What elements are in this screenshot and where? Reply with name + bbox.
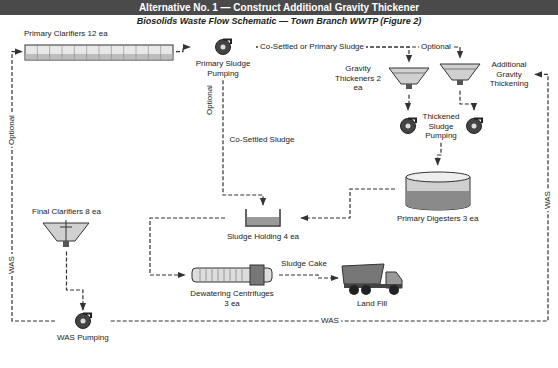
flow-connector [176, 47, 190, 52]
pump-symbol [399, 117, 417, 135]
thickener: Gravity Thickeners 2 ea [330, 62, 433, 95]
pump-symbol [465, 117, 483, 135]
node-label: Additional Gravity Thickening [485, 60, 533, 89]
flow-connector [301, 189, 395, 218]
holding-tank: Sludge Holding 4 ea [225, 205, 301, 244]
node-label: Land Fill [357, 299, 387, 309]
thick-symbol [387, 65, 431, 91]
thick-icon [387, 65, 431, 91]
cent-icon [190, 264, 274, 286]
flow-connector [460, 91, 474, 110]
pump-icon [399, 117, 417, 135]
flow-label: WAS [7, 254, 17, 276]
clarifier-tank: Primary Clarifiers 12 ea [22, 27, 176, 64]
thickener: Additional Gravity Thickening [436, 58, 535, 91]
subtitle: Biosolids Waste Flow Schematic — Town Br… [135, 16, 424, 26]
pump-symbol [74, 312, 92, 330]
node-label: WAS Pumping [57, 333, 109, 343]
cent-symbol [190, 264, 274, 286]
node-label: Gravity Thickeners 2 ea [332, 64, 384, 93]
thick-icon [438, 61, 482, 87]
flow-connector [111, 74, 548, 321]
flow-connector [408, 95, 409, 110]
pump-station: Primary Sludge Pumping [190, 36, 256, 80]
flow-note: Optional [7, 113, 17, 147]
dig-icon [402, 167, 474, 211]
truck-icon [340, 260, 404, 296]
clar-symbol [41, 220, 91, 250]
digester-tank: Primary Digesters 3 ea [395, 165, 480, 226]
flow-label: Co-Settled or Primary Sludge [258, 42, 366, 52]
node-label: Thickened Sludge Pumping [420, 112, 462, 141]
clarifier-tank: Final Clarifiers 8 ea [30, 205, 103, 252]
centrifuge: Dewatering Centrifuges 3 ea [185, 262, 279, 310]
node-label: Primary Digesters 3 ea [397, 214, 478, 224]
pump-icon [465, 117, 483, 135]
flow-label: WAS [319, 316, 341, 326]
tank-symbol [24, 42, 174, 62]
clar-icon [41, 220, 91, 250]
pump-station: WAS Pumping [55, 310, 111, 345]
thick-symbol [438, 61, 482, 87]
flow-connector [67, 252, 83, 310]
flow-connector [12, 52, 55, 321]
flow-label: WAS [543, 189, 553, 211]
flow-label: Sludge Cake [279, 259, 329, 269]
title-band: Alternative No. 1 — Construct Additional… [0, 0, 558, 15]
pump-icon [74, 312, 92, 330]
pump-symbol [214, 38, 232, 56]
flow-connector [279, 275, 338, 278]
node-label: Primary Sludge Pumping [192, 59, 254, 78]
flow-connector [150, 218, 225, 275]
node-label: Sludge Holding 4 ea [227, 232, 299, 242]
dig-symbol [402, 167, 474, 211]
flow-label: Co-Settled Sludge [228, 135, 297, 145]
flow-connector [438, 143, 441, 165]
pump-station: Thickened Sludge Pumping [397, 110, 485, 143]
landfill-truck: Land Fill [338, 258, 406, 311]
node-label: Dewatering Centrifuges 3 ea [187, 289, 277, 308]
hold-icon [243, 207, 283, 229]
title: Alternative No. 1 — Construct Additional… [139, 2, 419, 13]
pump-icon [214, 38, 232, 56]
node-label: Primary Clarifiers 12 ea [24, 29, 108, 39]
flow-label: Optional [419, 42, 453, 52]
flow-note: Optional [205, 83, 215, 117]
hold-symbol [243, 207, 283, 229]
node-label: Final Clarifiers 8 ea [32, 207, 101, 217]
tank-icon [24, 42, 174, 62]
truck-symbol [340, 260, 404, 296]
